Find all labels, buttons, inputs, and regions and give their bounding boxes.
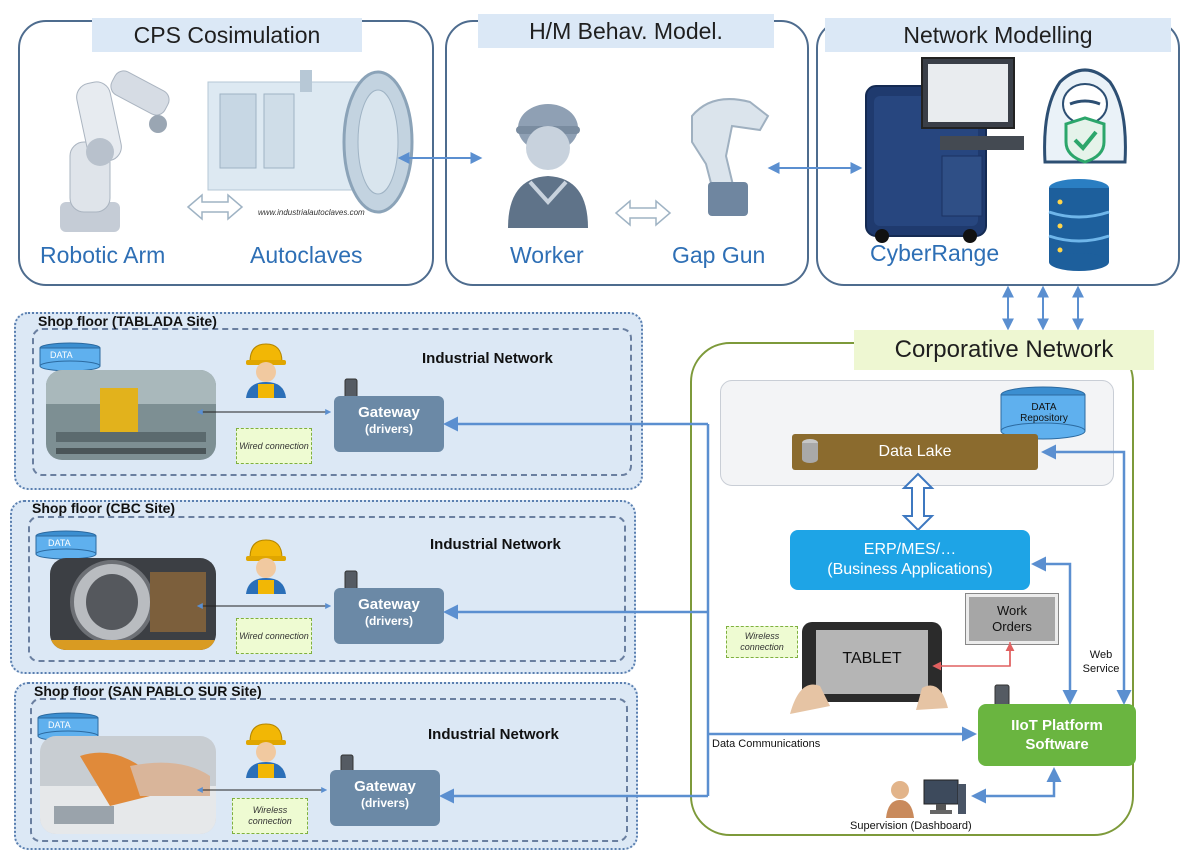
gateway-drivers-label: (drivers) [360, 796, 410, 810]
gateway-label: Gateway [358, 404, 420, 421]
autoclave-icon [207, 70, 414, 214]
data-label: DATA [48, 720, 71, 730]
hacker-shield-icon [1043, 68, 1127, 164]
data-communications-label: Data Communications [712, 738, 821, 750]
cyberrange-label: CyberRange [870, 240, 1000, 266]
double-arrow-icon [186, 193, 244, 221]
tablet-label: TABLET [842, 650, 902, 667]
gateway-drivers-label: (drivers) [364, 422, 414, 436]
gap-gun-icon [691, 98, 770, 216]
helmet-worker-icon [246, 723, 286, 778]
helmet-worker-icon [246, 343, 286, 398]
data-lake-bar [792, 434, 1038, 470]
connection-tag: Wired connection [236, 618, 312, 654]
data-lake-cylinder-icon [802, 439, 818, 463]
data-lake-erp-double-arrow [901, 472, 935, 532]
hm-panel-title: H/M Behav. Model. [478, 14, 774, 48]
web-service-label: Web Service [1082, 649, 1120, 675]
worker-icon [508, 104, 588, 228]
site-tablada-network: Industrial Network [422, 350, 553, 367]
autoclaves-label: Autoclaves [250, 242, 363, 268]
erp-subtitle: (Business Applications) [827, 561, 993, 578]
san-pablo-sur-photo [40, 736, 216, 834]
hm-behaviour-panel [445, 20, 809, 286]
supervision-label: Supervision (Dashboard) [850, 820, 972, 832]
site-cbc-inner [28, 516, 626, 662]
database-icon [1048, 179, 1110, 271]
site-cbc-title: Shop floor (CBC Site) [32, 500, 176, 516]
iiot-platform-box: IIoT Platform Software [978, 704, 1136, 766]
data-lake-label: Data Lake [878, 443, 952, 460]
site-tablada-inner [32, 328, 632, 476]
work-orders-label: Work Orders [992, 603, 1032, 634]
data-label: DATA [48, 538, 71, 548]
site-tablada-title: Shop floor (TABLADA Site) [38, 313, 217, 329]
gateway-label: Gateway [354, 778, 416, 795]
autoclave-watermark: www.industrialautoclaves.com [258, 208, 365, 217]
site-san-pablo-sur-inner [30, 698, 628, 842]
data-repository-label: DATA Repository [1020, 402, 1068, 424]
site-cbc-network: Industrial Network [430, 536, 561, 553]
data-label: DATA [50, 350, 73, 360]
erp-box: ERP/MES/… (Business Applications) [790, 530, 1030, 590]
robotic-arm-icon [60, 70, 170, 232]
connection-tag: Wired connection [236, 428, 312, 464]
erp-title: ERP/MES/… [863, 541, 957, 558]
gateway-box: Gateway (drivers) [330, 770, 440, 826]
wireless-connection-tag: Wireless connection [726, 626, 798, 658]
gateway-label: Gateway [358, 596, 420, 613]
connection-tag: Wireless connection [232, 798, 308, 834]
double-arrow-icon [614, 199, 672, 227]
cyberrange-rack-icon [865, 57, 1024, 243]
data-cylinder-icon [37, 712, 99, 742]
gateway-drivers-label: (drivers) [364, 614, 414, 628]
gateway-box: Gateway (drivers) [334, 396, 444, 452]
corporative-network-title: Corporative Network [854, 330, 1154, 370]
gateway-box: Gateway (drivers) [334, 588, 444, 644]
data-cylinder-icon [35, 530, 97, 560]
cps-panel-title: CPS Cosimulation [92, 18, 362, 52]
tablada-shopfloor-photo [46, 370, 216, 460]
supervision-dashboard-icon [886, 779, 966, 818]
net-panel-title: Network Modelling [825, 18, 1171, 52]
site-san-pablo-sur-network: Industrial Network [428, 726, 559, 743]
cbc-shopfloor-photo [50, 558, 216, 650]
site-san-pablo-sur-title: Shop floor (SAN PABLO SUR Site) [34, 683, 262, 699]
worker-label: Worker [510, 242, 584, 268]
helmet-worker-icon [246, 539, 286, 594]
iiot-title: IIoT Platform [1011, 717, 1103, 734]
robotic-arm-label: Robotic Arm [40, 242, 166, 268]
tablet-icon [790, 622, 948, 714]
iiot-subtitle: Software [1025, 736, 1089, 753]
gap-gun-label: Gap Gun [672, 242, 766, 268]
work-orders-box: Work Orders [966, 594, 1058, 644]
